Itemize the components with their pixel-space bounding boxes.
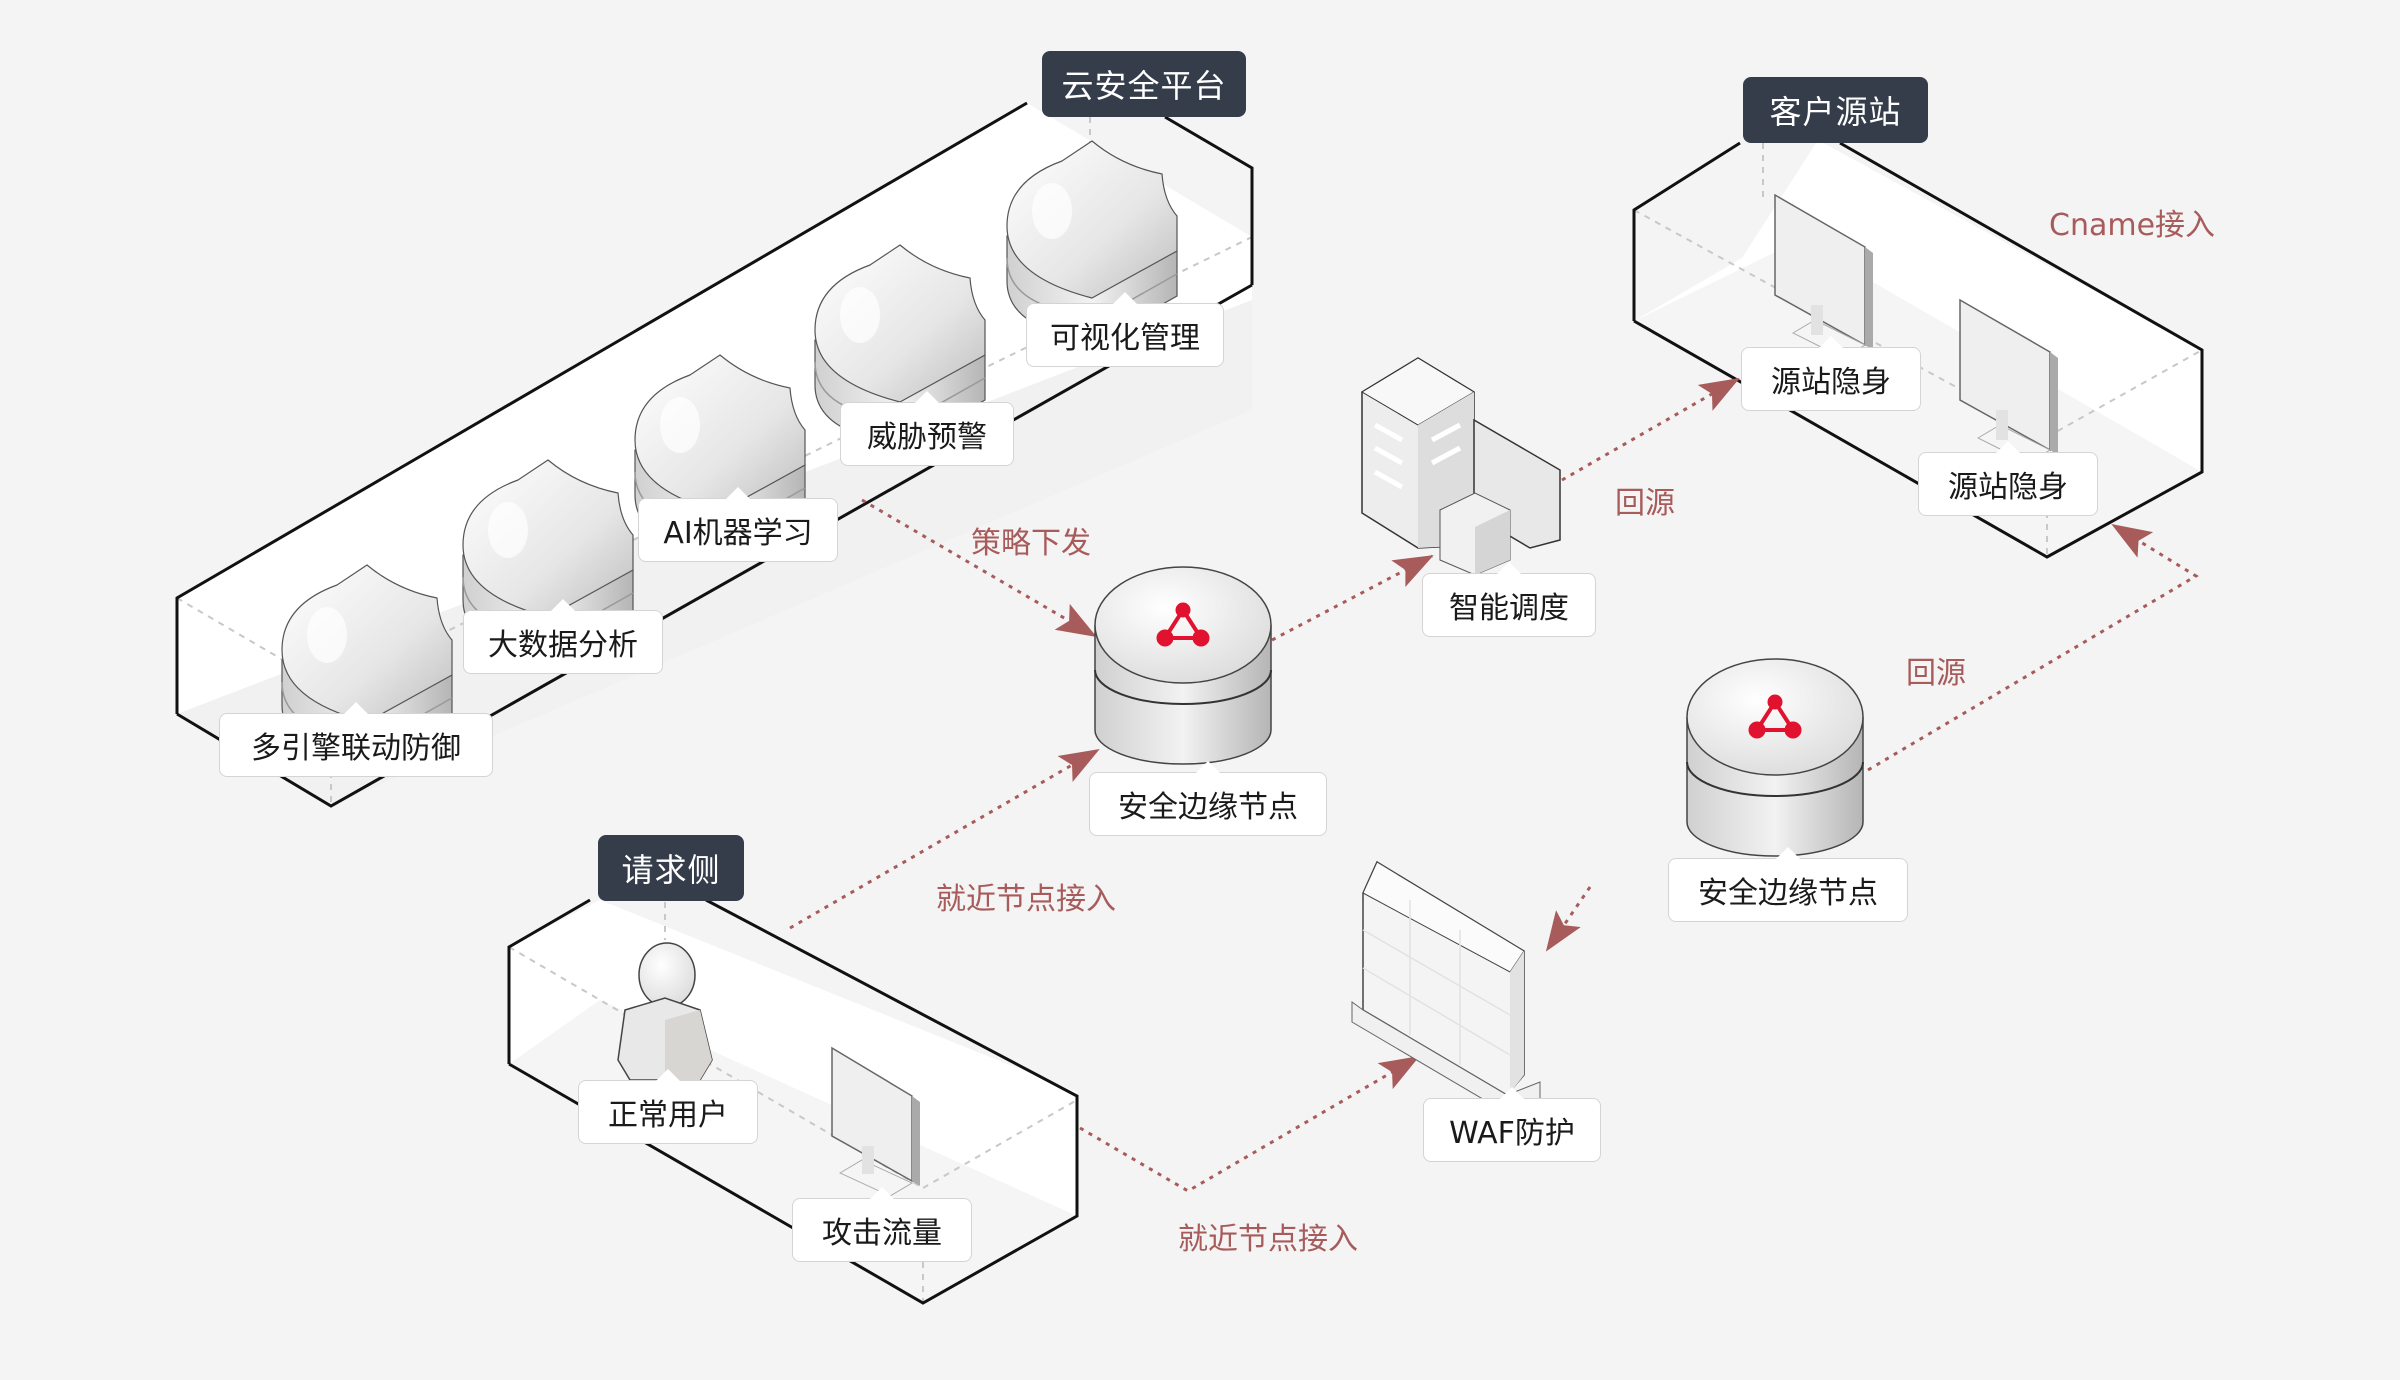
edge-nearby-access-2 bbox=[1079, 1055, 1420, 1193]
edge-label-back-to-origin-1: 回源 bbox=[1615, 486, 1675, 521]
node-label-attack-traffic: 攻击流量 bbox=[792, 1187, 972, 1262]
edge-label-policy-dispatch: 策略下发 bbox=[971, 526, 1091, 561]
monitor-icon bbox=[831, 1046, 920, 1197]
node-label-visual-mgmt: 可视化管理 bbox=[1026, 292, 1224, 367]
node-label-edge-node-1: 安全边缘节点 bbox=[1089, 761, 1327, 836]
edge-node-icon bbox=[1686, 658, 1864, 857]
group-header-cloud-platform: 云安全平台 bbox=[1042, 51, 1246, 117]
node-label-origin-2: 源站隐身 bbox=[1918, 441, 2098, 516]
group-header-origin-site: 客户源站 bbox=[1743, 77, 1928, 143]
node-label-edge-node-2: 安全边缘节点 bbox=[1668, 847, 1908, 922]
network-triangle-icon bbox=[1748, 694, 1802, 739]
node-label-threat-alert: 威胁预警 bbox=[840, 391, 1014, 466]
node-label-ai-ml: AI机器学习 bbox=[638, 487, 838, 562]
node-label-big-data: 大数据分析 bbox=[463, 599, 663, 674]
node-label-origin-1: 源站隐身 bbox=[1741, 336, 1921, 411]
node-label-multi-engine: 多引擎联动防御 bbox=[219, 702, 493, 777]
node-label-scheduler: 智能调度 bbox=[1422, 562, 1596, 637]
group-header-request-side: 请求侧 bbox=[598, 835, 744, 901]
edge-label-nearby-access-2: 就近节点接入 bbox=[1178, 1222, 1358, 1257]
edge-back-to-origin-1 bbox=[1561, 377, 1740, 482]
node-label-normal-user: 正常用户 bbox=[578, 1069, 758, 1144]
user-icon bbox=[617, 942, 713, 1085]
network-triangle-icon bbox=[1156, 602, 1210, 647]
edge-label-back-to-origin-2: 回源 bbox=[1906, 656, 1966, 691]
shield-icon bbox=[281, 564, 453, 769]
node-label-waf: WAF防护 bbox=[1423, 1087, 1601, 1162]
building-icon bbox=[1361, 357, 1561, 576]
edges bbox=[789, 377, 2199, 1193]
firewall-icon bbox=[1351, 860, 1541, 1116]
edge-edge2-to-waf bbox=[1545, 886, 1592, 952]
edge-label-nearby-access-1: 就近节点接入 bbox=[936, 882, 1116, 917]
edge-edge-to-scheduler bbox=[1271, 554, 1434, 642]
edge-node-icon bbox=[1094, 566, 1272, 765]
edge-label-cname-access: Cname接入 bbox=[2049, 208, 2216, 243]
edge-back-to-origin-2 bbox=[1867, 523, 2199, 772]
